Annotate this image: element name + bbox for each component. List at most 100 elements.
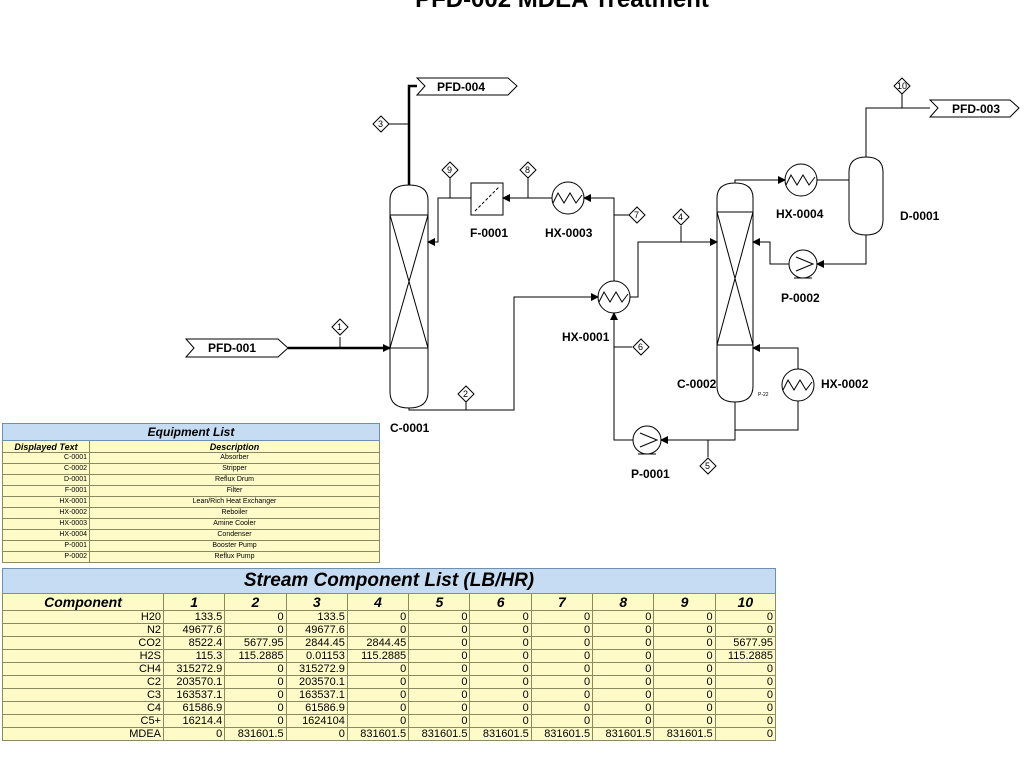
stream-value: 0 xyxy=(346,610,410,624)
reflux-drum-d0001[interactable] xyxy=(848,156,884,236)
line-stream-9 xyxy=(427,197,471,246)
stream-value: 0 xyxy=(469,688,532,702)
component-name: MDEA xyxy=(2,727,164,741)
stream-value: 49677.6 xyxy=(285,623,348,637)
stream-value: 0 xyxy=(653,610,716,624)
stream-tag-10[interactable] xyxy=(893,77,911,95)
stream-value: 49677.6 xyxy=(162,623,226,637)
stream-value: 0 xyxy=(592,636,655,650)
component-name: CH4 xyxy=(2,662,164,676)
heat-exchanger-hx0004[interactable] xyxy=(784,163,818,197)
stream-value: 16214.4 xyxy=(162,714,226,728)
stream-value: 0 xyxy=(714,727,777,741)
stream-tag-8[interactable] xyxy=(519,161,537,179)
stream-value: 0 xyxy=(408,701,471,715)
label-f0001: F-0001 xyxy=(470,226,508,240)
equipment-desc: Stripper xyxy=(89,463,380,475)
stream-value: 0 xyxy=(224,623,287,637)
component-name: C2 xyxy=(2,675,164,689)
stream-tag-9[interactable] xyxy=(441,161,459,179)
stream-value: 0 xyxy=(285,727,348,741)
equipment-list-table: Equipment List Displayed Text Descriptio… xyxy=(2,423,380,563)
stream-tag-5[interactable] xyxy=(699,457,717,475)
stream-col-6: 6 xyxy=(469,593,532,611)
stream-value: 0 xyxy=(530,649,594,663)
stream-value: 0 xyxy=(592,623,655,637)
stream-value: 831601.5 xyxy=(530,727,594,741)
line-stream-2 xyxy=(408,293,599,411)
equipment-id: HX-0002 xyxy=(2,507,90,519)
stream-tag-6-label: 6 xyxy=(638,342,643,352)
stream-value: 0 xyxy=(653,623,716,637)
stream-col-4: 4 xyxy=(346,593,410,611)
stripper-c0002[interactable] xyxy=(716,182,754,403)
stream-value: 61586.9 xyxy=(162,701,226,715)
offpage-pfd-001[interactable] xyxy=(184,338,289,358)
stream-value: 0 xyxy=(346,688,410,702)
line-reboiler-return xyxy=(752,344,799,369)
stream-value: 0 xyxy=(469,610,532,624)
filter-f0001[interactable] xyxy=(470,182,504,216)
stream-value: 0 xyxy=(224,714,287,728)
stream-value: 0 xyxy=(653,636,716,650)
stream-value: 0 xyxy=(653,714,716,728)
stream-tag-1[interactable] xyxy=(331,318,349,336)
label-hx0001: HX-0001 xyxy=(562,330,610,344)
offpage-pfd-003[interactable] xyxy=(928,99,1020,118)
stream-tag-6[interactable] xyxy=(632,338,650,356)
equipment-desc: Reboiler xyxy=(89,507,380,519)
stream-value: 115.2885 xyxy=(224,649,287,663)
offpage-pfd-003-label: PFD-003 xyxy=(952,102,1000,116)
stream-tag-4[interactable] xyxy=(672,208,690,226)
absorber-c0001[interactable] xyxy=(389,184,429,409)
stream-value: 0 xyxy=(714,675,777,689)
stream-value: 0 xyxy=(408,623,471,637)
stream-value: 0 xyxy=(408,675,471,689)
stream-value: 0 xyxy=(653,675,716,689)
stream-value: 163537.1 xyxy=(285,688,348,702)
stream-value: 0 xyxy=(224,688,287,702)
stream-value: 61586.9 xyxy=(285,701,348,715)
equipment-col-text: Displayed Text xyxy=(2,440,90,453)
stream-tag-7-label: 7 xyxy=(634,210,639,220)
stream-col-8: 8 xyxy=(592,593,655,611)
heat-exchanger-hx0003[interactable] xyxy=(551,181,585,215)
offpage-pfd-004[interactable] xyxy=(415,77,518,96)
stream-value: 0 xyxy=(714,714,777,728)
stream-tag-7[interactable] xyxy=(628,206,646,224)
stream-value: 0 xyxy=(592,675,655,689)
line-stream-10 xyxy=(865,107,930,157)
reboiler-hx0002[interactable] xyxy=(781,368,815,402)
page-title: PFD-002 MDEA Treatment xyxy=(0,0,1024,14)
stream-tag-2[interactable] xyxy=(457,385,475,403)
stream-value: 0 xyxy=(346,701,410,715)
heat-exchanger-hx0001[interactable] xyxy=(597,280,631,314)
stream-value: 133.5 xyxy=(162,610,226,624)
stream-value: 0 xyxy=(469,636,532,650)
stream-value: 315272.9 xyxy=(285,662,348,676)
stream-value: 0 xyxy=(408,649,471,663)
stream-value: 133.5 xyxy=(285,610,348,624)
pump-p0002[interactable] xyxy=(788,249,818,279)
component-name: H2S xyxy=(2,649,164,663)
stream-tag-10-label: 10 xyxy=(897,81,907,91)
stream-value: 0 xyxy=(469,623,532,637)
stream-value: 0 xyxy=(592,688,655,702)
stream-tag-3[interactable] xyxy=(372,115,390,133)
label-hx0003: HX-0003 xyxy=(545,226,593,240)
stream-value: 0 xyxy=(224,675,287,689)
pump-p0001[interactable] xyxy=(632,425,662,455)
stream-tag-5-label: 5 xyxy=(705,461,710,471)
